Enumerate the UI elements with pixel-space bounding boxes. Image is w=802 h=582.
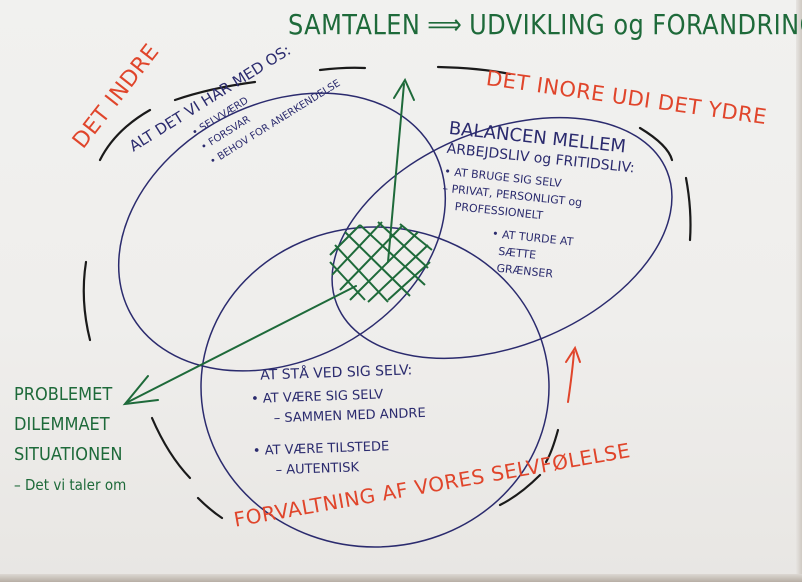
outer-arc-group — [82, 65, 692, 520]
hatch-line — [377, 221, 429, 269]
red-arrow-up-head — [565, 345, 581, 363]
red-arrow-up — [565, 345, 581, 403]
hatch-line — [367, 244, 429, 303]
hatch-line — [344, 231, 411, 297]
problem-item: – Det vi taler om — [14, 476, 127, 494]
problem-item: PROBLEMET — [14, 384, 113, 405]
right-circle-text: BALANCEN MELLEM ARBEJDSLIV og FRITIDSLIV… — [434, 118, 709, 297]
outer-arc — [173, 80, 257, 102]
outer-arc — [196, 496, 224, 520]
hatch-line — [339, 225, 403, 291]
title-left: SAMTALEN — [288, 8, 421, 41]
arrow-up-head — [393, 77, 415, 101]
red-arrow-up-shaft — [567, 351, 575, 403]
outer-arc — [150, 416, 192, 480]
hatch-line — [331, 221, 383, 276]
paper-edge — [796, 0, 802, 582]
bottom-circle-text: AT STÅ VED SIG SELV: • AT VÆRE SIG SELV … — [250, 359, 514, 482]
right-circle — [331, 116, 673, 360]
hatch-line — [387, 261, 431, 301]
outer-arc — [684, 176, 692, 242]
arrow-up — [387, 77, 415, 263]
arrow-down-left-shaft — [127, 285, 357, 403]
arrow-up-shaft — [387, 83, 405, 263]
outer-arc — [638, 126, 674, 162]
hatch-line — [349, 231, 419, 301]
arrow-down-left — [122, 285, 357, 406]
arrow-down-left-head — [122, 375, 159, 406]
intersection-hatch — [329, 221, 433, 303]
outer-arc — [498, 473, 542, 507]
outer-arc — [544, 428, 560, 464]
title-arrow-icon: ⟹ — [427, 8, 463, 41]
outer-arc — [318, 66, 367, 72]
problem-item: DILEMMAET — [14, 414, 110, 435]
problem-list: PROBLEMET DILEMMAET SITUATIONEN – Det vi… — [14, 380, 139, 500]
title-right: UDVIKLING og FORANDRING — [469, 8, 802, 41]
problem-item: SITUATIONEN — [14, 444, 123, 465]
hatch-line — [329, 224, 361, 256]
bottom-circle — [200, 226, 550, 548]
outer-arc — [82, 260, 92, 342]
outer-arc — [436, 65, 512, 76]
paper-edge — [0, 574, 802, 582]
diagram-title: SAMTALEN⟹UDVIKLING og FORANDRING — [288, 8, 802, 41]
outer-arc — [98, 108, 152, 162]
